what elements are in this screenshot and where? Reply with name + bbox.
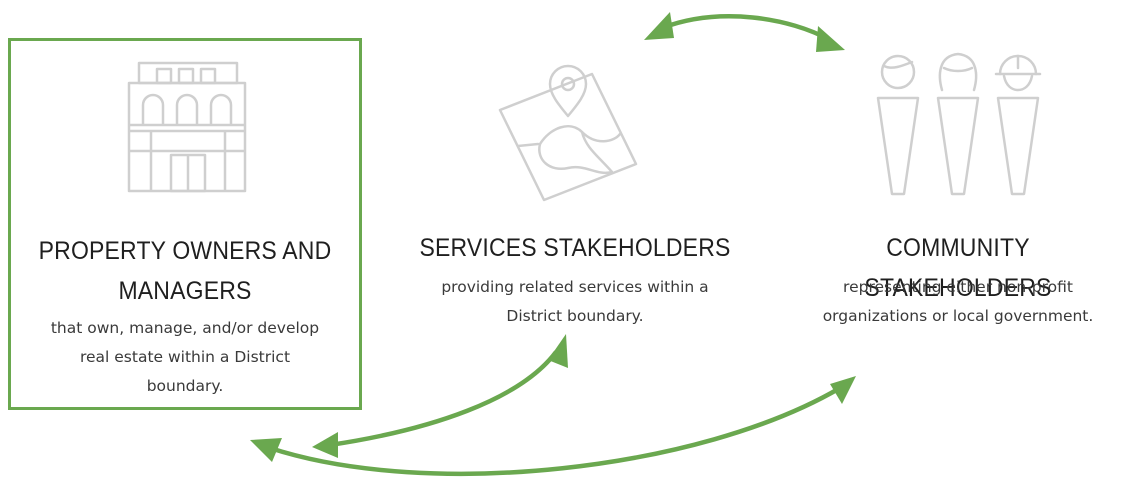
- arrow-owners-community: [269, 386, 842, 476]
- property-owners-description: that own, manage, and/or develop real es…: [11, 314, 359, 401]
- community-stakeholders-title: COMMUNITY STAKEHOLDERS: [864, 234, 1052, 302]
- services-desc-line1: providing related services within a: [441, 278, 709, 296]
- services-stakeholders-description: providing related services within a Dist…: [400, 273, 750, 331]
- services-desc-line2: District boundary.: [506, 307, 644, 325]
- community-desc-line2: organizations or local government.: [822, 307, 1094, 325]
- community-desc-line1: representing either non-profit: [843, 278, 1073, 296]
- panel-property-owners: PROPERTY OWNERS AND MANAGERS that own, m…: [8, 38, 362, 410]
- arrowhead-bottom-left: [250, 438, 282, 462]
- arrowhead-top-left: [644, 12, 674, 40]
- panel-community-stakeholders: COMMUNITY STAKEHOLDERS representing eith…: [782, 38, 1134, 338]
- community-stakeholders-description: representing either non-profit organizat…: [782, 273, 1134, 331]
- arrowhead-bottom-right: [830, 376, 856, 404]
- property-owners-desc-line3: boundary.: [146, 377, 224, 395]
- property-owners-desc-line2: real estate within a District: [79, 348, 291, 366]
- panel-services-stakeholders: SERVICES STAKEHOLDERS providing related …: [400, 38, 750, 338]
- map-pin-icon: [400, 48, 750, 213]
- arrowhead-mid-right: [548, 334, 568, 368]
- property-owners-title-line2: MANAGERS: [118, 277, 252, 305]
- building-icon: [11, 55, 359, 200]
- people-icon: [782, 46, 1134, 211]
- property-owners-desc-line1: that own, manage, and/or develop: [50, 319, 320, 337]
- property-owners-title-line1: PROPERTY OWNERS AND: [38, 237, 332, 265]
- arrowhead-mid-left: [312, 432, 338, 458]
- property-owners-title: PROPERTY OWNERS AND MANAGERS: [25, 231, 345, 311]
- arrow-services-community: [661, 14, 832, 42]
- arrowhead-top-right: [816, 26, 845, 52]
- services-stakeholders-title: SERVICES STAKEHOLDERS: [419, 234, 731, 262]
- arrow-owners-services: [329, 350, 558, 448]
